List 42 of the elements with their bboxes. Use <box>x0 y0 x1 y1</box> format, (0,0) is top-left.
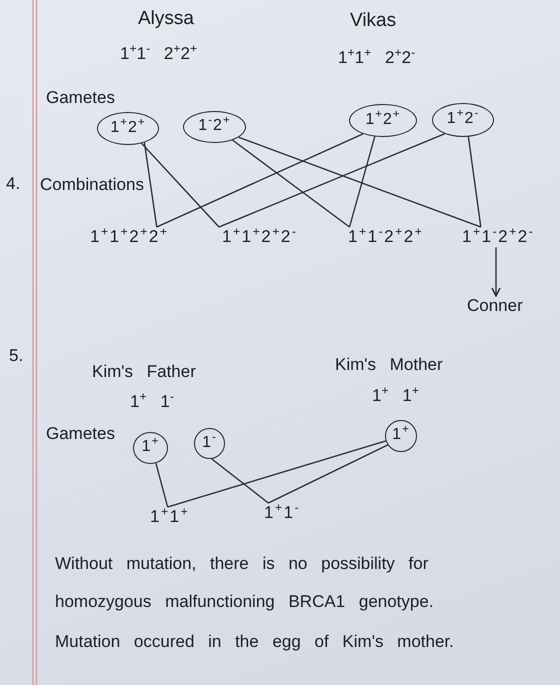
question-number: 4. <box>6 174 20 194</box>
genotype-text: 1$^{+}$1$^{-}$ <box>264 503 300 524</box>
row-heading: Gametes <box>46 424 115 444</box>
genotype-text: 1$^{+}$ 1$^{-}$ <box>130 392 174 412</box>
question-number: 5. <box>9 346 24 366</box>
parent-name: Alyssa <box>138 8 194 31</box>
genotype-text: 1$^{+}$1$^{+}$ <box>150 507 190 528</box>
child-name: Conner <box>467 296 523 316</box>
genotype-text: 1$^{+}$1$^{+}$ 2$^{+}$2$^{-}$ <box>338 48 416 68</box>
genotype-text: 1$^{+}$1$^{+}$2$^{+}$2$^{-}$ <box>222 227 298 248</box>
gamete-ellipse: 1$^{-}$2$^{+}$ <box>183 111 246 143</box>
connector-line <box>155 463 168 508</box>
connector-line <box>156 133 364 228</box>
parent-name: Kim's Mother <box>335 355 443 376</box>
gamete-ellipse: 1$^{+}$2$^{+}$ <box>349 104 417 137</box>
parent-name: Vikas <box>350 10 396 33</box>
connector-line <box>238 136 482 228</box>
connector-line <box>144 142 158 228</box>
row-heading: Combinations <box>40 175 144 196</box>
gamete-ellipse: 1$^{+}$2$^{+}$ <box>97 112 159 145</box>
conclusion-text: Mutation occured in the egg of Kim's mother. <box>55 631 455 653</box>
gamete-circle: 1$^{+}$ <box>385 420 417 452</box>
arrow <box>491 247 501 297</box>
connector-line <box>141 142 220 228</box>
connector-line <box>218 133 446 228</box>
conclusion-text: Without mutation, there is no possibility for homozygous malfunctioning BRCA1 genotype. <box>55 553 435 613</box>
gamete-circle: 1$^{-}$ <box>194 428 225 459</box>
genotype-text: 1$^{+}$1$^{-}$ 2$^{+}$2$^{+}$ <box>120 44 198 64</box>
gamete-circle: 1$^{+}$ <box>133 432 168 464</box>
connector-line <box>348 136 376 228</box>
genotype-text: 1$^{+}$1$^{-}$2$^{+}$2$^{-}$ <box>462 227 534 248</box>
connector-line <box>232 140 350 228</box>
row-heading: Gametes <box>46 88 115 108</box>
genotype-text: 1$^{+}$1$^{+}$2$^{+}$2$^{+}$ <box>90 227 168 248</box>
connector-line <box>211 458 269 504</box>
connector-line <box>468 136 482 228</box>
connector-line <box>268 444 388 504</box>
gamete-ellipse: 1$^{+}$2$^{-}$ <box>432 103 494 137</box>
connector-line <box>167 440 386 508</box>
genotype-text: 1$^{+}$1$^{-}$2$^{+}$2$^{+}$ <box>348 227 424 248</box>
parent-name: Kim's Father <box>92 362 196 382</box>
genotype-text: 1$^{+}$ 1$^{+}$ <box>372 386 419 406</box>
